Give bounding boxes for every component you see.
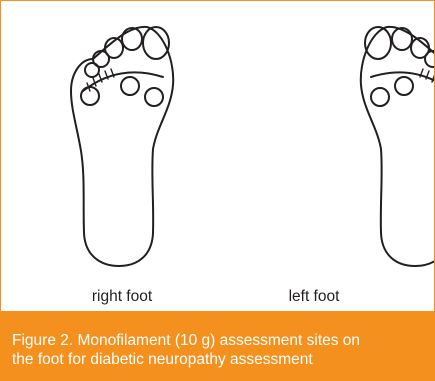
- right-site-3: [145, 88, 163, 106]
- caption-line-2: the foot for diabetic neuropathy assessm…: [12, 350, 424, 369]
- caption-line-1: Figure 2. Monofilament (10 g) assessment…: [12, 331, 424, 350]
- left-site-3: [371, 88, 389, 106]
- right-foot-label: right foot: [92, 288, 153, 305]
- right-site-1: [121, 77, 139, 95]
- figure-caption: Figure 2. Monofilament (10 g) assessment…: [1, 311, 434, 380]
- left-site-1: [395, 77, 413, 95]
- right-toe-5: [85, 63, 99, 77]
- left-toe-4: [425, 51, 434, 67]
- feet-diagram: right foot left foot: [1, 1, 434, 311]
- left-foot-label: left foot: [289, 288, 341, 305]
- right-toe-2: [122, 28, 142, 50]
- right-foot: [71, 27, 173, 266]
- left-foot-outline: [361, 27, 434, 266]
- right-foot-outline: [71, 27, 173, 266]
- left-foot: [361, 27, 434, 266]
- left-toe-2: [392, 28, 412, 50]
